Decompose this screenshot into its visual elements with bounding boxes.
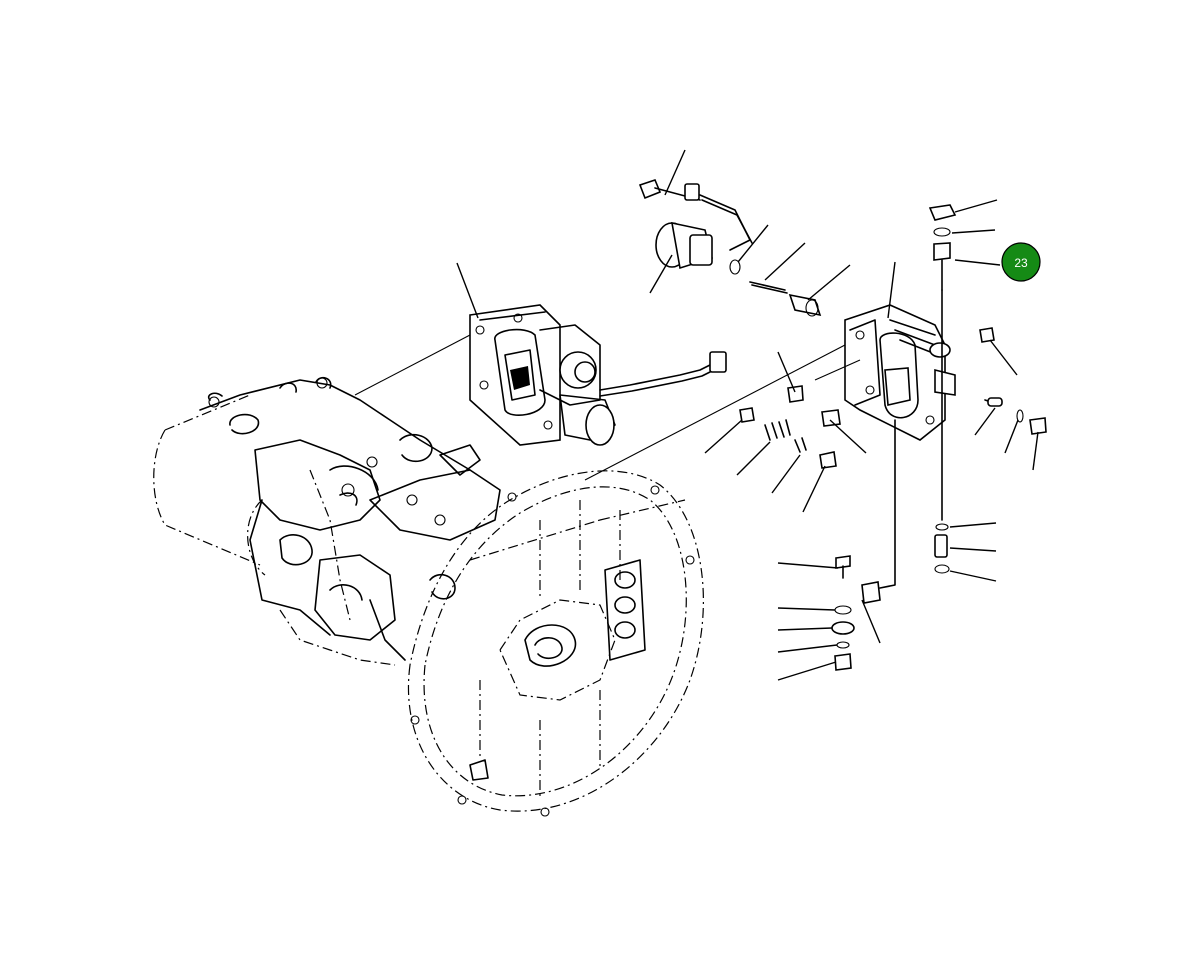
callout-23-label: 23 [1014, 256, 1028, 270]
pump-housing [153, 376, 501, 666]
callout-23-circle[interactable] [1001, 242, 1041, 282]
alignment-lines [354, 334, 861, 481]
callout-23[interactable]: 23 [1001, 242, 1041, 282]
solenoid-valve-assembly [469, 304, 727, 446]
solenoid-parts [638, 179, 822, 317]
flywheel-housing [407, 470, 704, 817]
leader-lines [456, 149, 1039, 681]
small-parts [739, 204, 1047, 671]
regulator-body [844, 304, 956, 441]
